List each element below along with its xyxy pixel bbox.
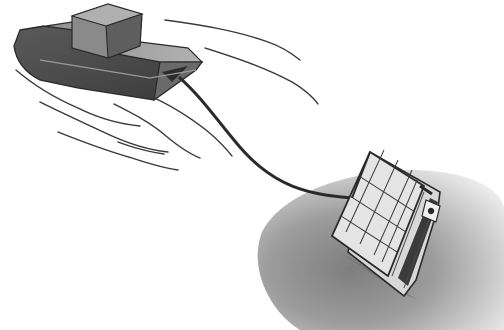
boat (13, 3, 204, 102)
sampling-cage (330, 149, 441, 300)
water-ripples (15, 19, 319, 171)
tow-cable (178, 76, 354, 200)
cage-mechanism (421, 199, 441, 223)
boat-cabin (70, 3, 144, 59)
